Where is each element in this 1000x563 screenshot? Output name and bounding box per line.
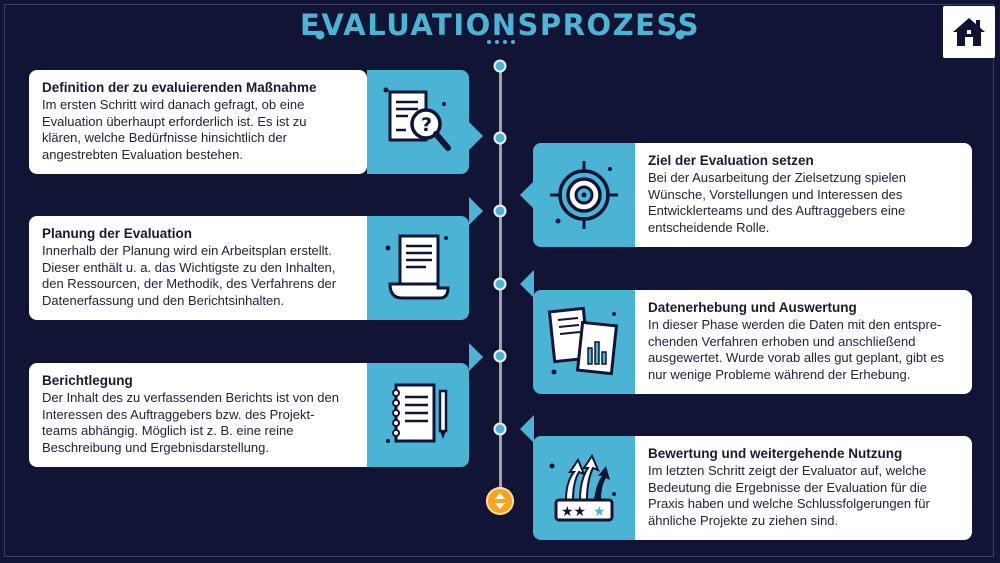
home-button[interactable]	[943, 6, 995, 58]
svg-text:?: ?	[421, 114, 432, 136]
step-heading: Datenerhebung und Auswertung	[648, 300, 857, 315]
scroll-toggle-button[interactable]	[486, 487, 514, 515]
svg-text:★: ★	[593, 504, 606, 520]
timeline-node	[493, 277, 507, 291]
timeline-node	[493, 59, 507, 73]
step-heading: Definition der zu evaluierenden Maßnahme	[42, 80, 317, 95]
slide-frame	[4, 4, 994, 557]
step-pointer	[469, 343, 483, 371]
step-pointer	[520, 181, 534, 209]
step-card-definition: Definition der zu evaluierenden Maßnahme…	[29, 70, 367, 174]
step-text: Bei der Ausarbeitung der Zielsetzung spi…	[648, 170, 906, 235]
document-search-icon: ?	[383, 87, 451, 151]
step-heading: Planung der Evaluation	[42, 226, 193, 241]
step-heading: Ziel der Evaluation setzen	[648, 153, 814, 168]
title-decoration	[315, 30, 685, 44]
step-pointer	[469, 122, 483, 150]
step-text: Der Inhalt des zu verfassenden Berichts …	[42, 390, 339, 455]
step-icon-box	[533, 290, 635, 394]
step-text: In dieser Phase werden die Daten mit den…	[648, 317, 945, 382]
timeline-node	[493, 422, 507, 436]
timeline-node	[493, 131, 507, 145]
step-heading: Berichtlegung	[42, 373, 133, 388]
home-icon	[953, 18, 985, 46]
scroll-document-icon	[385, 234, 450, 300]
svg-text:★★: ★★	[561, 504, 586, 520]
step-heading: Bewertung und weitergehende Nutzung	[648, 446, 903, 461]
step-card-data: Datenerhebung und Auswertung In dieser P…	[635, 290, 972, 394]
step-pointer	[520, 270, 534, 298]
timeline-node	[493, 204, 507, 218]
step-card-report: Berichtlegung Der Inhalt des zu verfasse…	[29, 363, 367, 467]
step-text: Im letzten Schritt zeigt der Evaluator a…	[648, 463, 930, 528]
timeline-node	[493, 349, 507, 363]
step-card-assessment: Bewertung und weitergehende Nutzung Im l…	[635, 436, 972, 540]
step-pointer	[520, 415, 534, 443]
up-down-arrows-icon	[495, 493, 505, 509]
step-card-planning: Planung der Evaluation Innerhalb der Pla…	[29, 216, 367, 320]
step-icon-box	[367, 216, 469, 320]
step-icon-box	[367, 363, 469, 467]
step-pointer	[469, 197, 483, 225]
step-icon-box	[533, 143, 635, 247]
rating-arrows-icon: ★★ ★	[549, 453, 616, 522]
step-icon-box: ★★ ★	[533, 436, 635, 540]
data-sheets-icon	[547, 306, 619, 376]
target-icon	[550, 161, 618, 229]
notebook-pen-icon	[386, 383, 448, 443]
step-icon-box: ?	[367, 70, 469, 174]
step-card-goal: Ziel der Evaluation setzen Bei der Ausar…	[635, 143, 972, 247]
page-title: EVALUATIONSPROZESS	[300, 8, 700, 42]
step-text: Innerhalb der Planung wird ein Arbeitspl…	[42, 243, 337, 308]
step-text: Im ersten Schritt wird danach gefragt, o…	[42, 97, 307, 162]
